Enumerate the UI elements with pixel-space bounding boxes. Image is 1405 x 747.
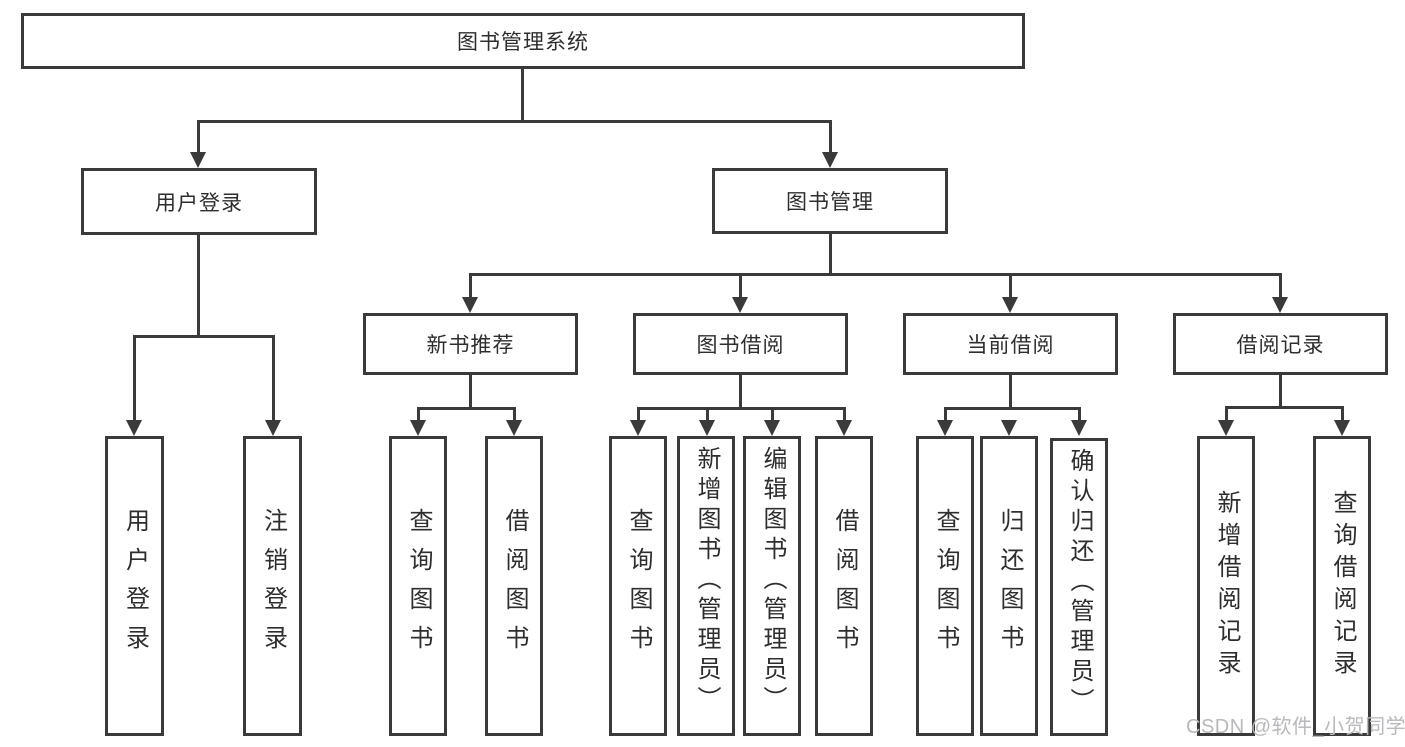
connector-line	[197, 235, 200, 335]
leaf-add-books-admin: 新增图书（管理员）	[677, 436, 735, 736]
arrowhead-icon	[764, 420, 780, 436]
connector-line	[1009, 375, 1012, 407]
watermark: CSDN @软件_小贺同学	[1186, 716, 1405, 738]
node-label: 用户登录	[155, 191, 243, 215]
leaf-edit-books-admin: 编辑图书（管理员）	[743, 436, 801, 736]
leaf-logout: 注销登录	[243, 436, 302, 736]
arrowhead-icon	[506, 420, 522, 436]
leaf-label: 借阅图书	[831, 508, 858, 664]
leaf-return-books: 归还图书	[980, 436, 1038, 736]
arrowhead-icon	[265, 420, 281, 436]
arrowhead-icon	[126, 420, 142, 436]
leaf-query-books: 查询图书	[916, 436, 974, 736]
node-label: 图书管理系统	[457, 31, 589, 54]
connector-line	[197, 120, 832, 123]
connector-line	[843, 407, 846, 421]
leaf-label: 查询借阅记录	[1329, 490, 1356, 682]
connector-line	[739, 273, 742, 298]
connector-line	[197, 120, 200, 153]
arrowhead-icon	[1334, 420, 1350, 436]
leaf-label: 查询图书	[932, 508, 959, 664]
connector-line	[469, 273, 1282, 276]
connector-line	[1225, 406, 1344, 409]
arrowhead-icon	[732, 297, 748, 313]
arrowhead-icon	[699, 420, 715, 436]
leaf-label: 新增借阅记录	[1213, 490, 1240, 682]
leaf-query-borrow-record: 查询借阅记录	[1313, 436, 1371, 736]
arrowhead-icon	[836, 420, 852, 436]
leaf-label: 借阅图书	[501, 508, 528, 664]
node-borrow-records: 借阅记录	[1173, 313, 1388, 375]
arrowhead-icon	[937, 420, 953, 436]
leaf-borrow-books: 借阅图书	[815, 436, 873, 736]
connector-line	[272, 335, 275, 421]
leaf-query-books: 查询图书	[389, 436, 447, 736]
node-label: 借阅记录	[1236, 334, 1325, 357]
leaf-label: 查询图书	[625, 508, 652, 664]
connector-line	[829, 120, 832, 153]
connector-line	[1078, 407, 1081, 421]
node-library-system: 图书管理系统	[21, 13, 1025, 69]
node-user-login: 用户登录	[81, 168, 317, 235]
arrowhead-icon	[822, 152, 838, 168]
connector-line	[1225, 406, 1228, 421]
leaf-user-login: 用户登录	[105, 436, 164, 736]
node-label: 图书管理	[786, 191, 874, 214]
arrowhead-icon	[1002, 297, 1018, 313]
arrowhead-icon	[190, 152, 206, 168]
arrowhead-icon	[1218, 420, 1234, 436]
leaf-label: 归还图书	[996, 508, 1023, 664]
leaf-label: 新增图书（管理员）	[693, 446, 720, 716]
arrowhead-icon	[1071, 420, 1087, 436]
node-book-borrow: 图书借阅	[633, 313, 848, 375]
connector-line	[1341, 406, 1344, 421]
connector-line	[1279, 375, 1282, 406]
node-label: 当前借阅	[966, 334, 1055, 357]
node-current-borrow: 当前借阅	[903, 313, 1118, 375]
leaf-confirm-return-admin: 确认归还（管理员）	[1050, 438, 1108, 736]
connector-line	[417, 407, 420, 421]
leaf-label: 确认归还（管理员）	[1066, 448, 1093, 718]
node-label: 图书借阅	[696, 334, 785, 357]
connector-line	[637, 407, 846, 410]
arrowhead-icon	[630, 420, 646, 436]
connector-line	[1279, 273, 1282, 298]
connector-line	[133, 335, 274, 338]
arrowhead-icon	[410, 420, 426, 436]
leaf-label: 用户登录	[121, 508, 149, 664]
connector-line	[829, 234, 832, 273]
arrowhead-icon	[1001, 420, 1017, 436]
leaf-label: 查询图书	[405, 508, 432, 664]
connector-line	[521, 69, 524, 120]
leaf-query-books: 查询图书	[609, 436, 667, 736]
connector-line	[739, 375, 742, 407]
leaf-label: 编辑图书（管理员）	[759, 446, 786, 716]
connector-line	[133, 335, 136, 421]
leaf-borrow-books: 借阅图书	[485, 436, 543, 736]
node-label: 新书推荐	[426, 334, 515, 357]
connector-line	[469, 273, 472, 298]
arrowhead-icon	[462, 297, 478, 313]
leaf-add-borrow-record: 新增借阅记录	[1197, 436, 1255, 736]
arrowhead-icon	[1272, 297, 1288, 313]
leaf-label: 注销登录	[259, 508, 287, 664]
connector-line	[771, 407, 774, 421]
connector-line	[417, 407, 516, 410]
connector-line	[944, 407, 1081, 410]
node-book-management: 图书管理	[712, 168, 948, 234]
connector-line	[1009, 273, 1012, 298]
connector-line	[469, 375, 472, 407]
node-new-book-recommend: 新书推荐	[363, 313, 578, 375]
connector-line	[944, 407, 947, 421]
connector-line	[513, 407, 516, 421]
connector-line	[706, 407, 709, 421]
connector-line	[637, 407, 640, 421]
